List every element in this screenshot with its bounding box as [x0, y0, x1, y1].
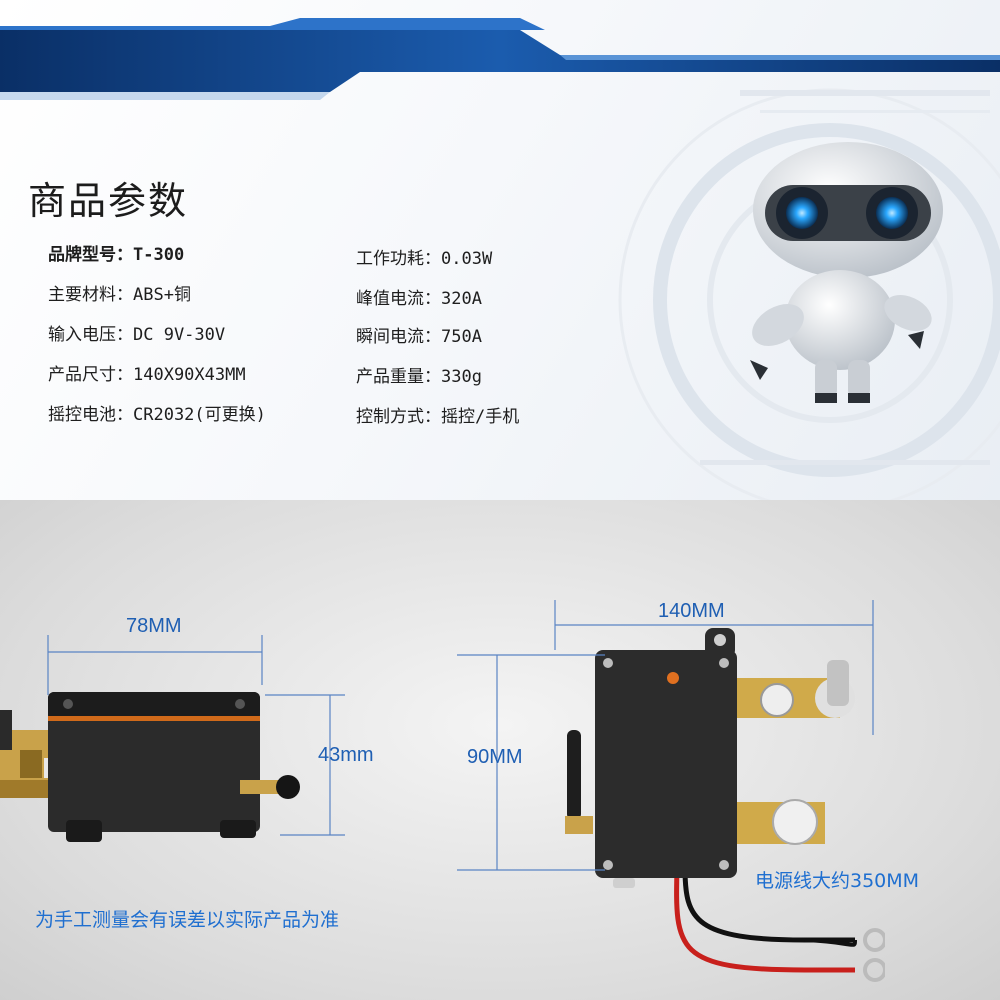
spec-size: 产品尺寸：140X90X43MM — [48, 360, 246, 385]
spec-value: 0.03W — [441, 249, 493, 269]
spec-brand-model: 品牌型号：T-300 — [48, 240, 184, 265]
header-band — [0, 18, 1000, 100]
device-side-view — [0, 692, 300, 842]
robot-illustration — [750, 142, 943, 403]
spec-label: 主要材料： — [48, 285, 133, 305]
spec-control-mode: 控制方式：摇控/手机 — [356, 402, 519, 427]
spec-value: 330g — [441, 367, 482, 387]
cable-length-label: 电源线大约350MM — [755, 870, 920, 892]
side-dimension-lines — [47, 635, 345, 836]
spec-value: 320A — [441, 289, 482, 309]
spec-label: 输入电压： — [48, 325, 133, 345]
spec-value: 140X90X43MM — [133, 365, 246, 385]
side-height-label: 43mm — [318, 744, 374, 766]
spec-value: DC 9V-30V — [133, 325, 226, 345]
spec-value: 摇控/手机 — [441, 407, 520, 427]
spec-weight: 产品重量：330g — [356, 362, 482, 387]
spec-label: 峰值电流： — [356, 289, 441, 309]
spec-label: 瞬间电流： — [356, 327, 441, 347]
spec-label: 控制方式： — [356, 407, 441, 427]
spec-label: 产品重量： — [356, 367, 441, 387]
front-dimension-lines — [457, 600, 874, 871]
spec-label: 品牌型号： — [48, 245, 133, 265]
specs-section: 商品参数 品牌型号：T-300 主要材料：ABS+铜 输入电压：DC 9V-30… — [0, 0, 1000, 500]
spec-label: 摇控电池： — [48, 405, 133, 425]
spec-label: 产品尺寸： — [48, 365, 133, 385]
spec-label: 工作功耗： — [356, 249, 441, 269]
disclaimer-text: 为手工测量会有误差以实际产品为准 — [35, 909, 340, 931]
tech-background — [618, 88, 1000, 500]
spec-material: 主要材料：ABS+铜 — [48, 280, 191, 305]
spec-power: 工作功耗：0.03W — [356, 244, 492, 269]
spec-value: T-300 — [133, 245, 185, 265]
dimensions-section: 78MM 43mm 140MM — [0, 500, 1000, 1000]
spec-input-voltage: 输入电压：DC 9V-30V — [48, 320, 225, 345]
spec-peak-current: 峰值电流：320A — [356, 284, 482, 309]
device-front-view — [565, 628, 885, 982]
spec-instant-current: 瞬间电流：750A — [356, 322, 482, 347]
page-title: 商品参数 — [28, 179, 189, 223]
front-width-label: 140MM — [658, 600, 725, 622]
spec-value: ABS+铜 — [133, 285, 191, 305]
spec-value: CR2032(可更换) — [133, 405, 266, 425]
spec-battery: 摇控电池：CR2032(可更换) — [48, 400, 266, 425]
spec-value: 750A — [441, 327, 482, 347]
side-width-label: 78MM — [126, 615, 182, 637]
front-height-label: 90MM — [467, 746, 523, 768]
